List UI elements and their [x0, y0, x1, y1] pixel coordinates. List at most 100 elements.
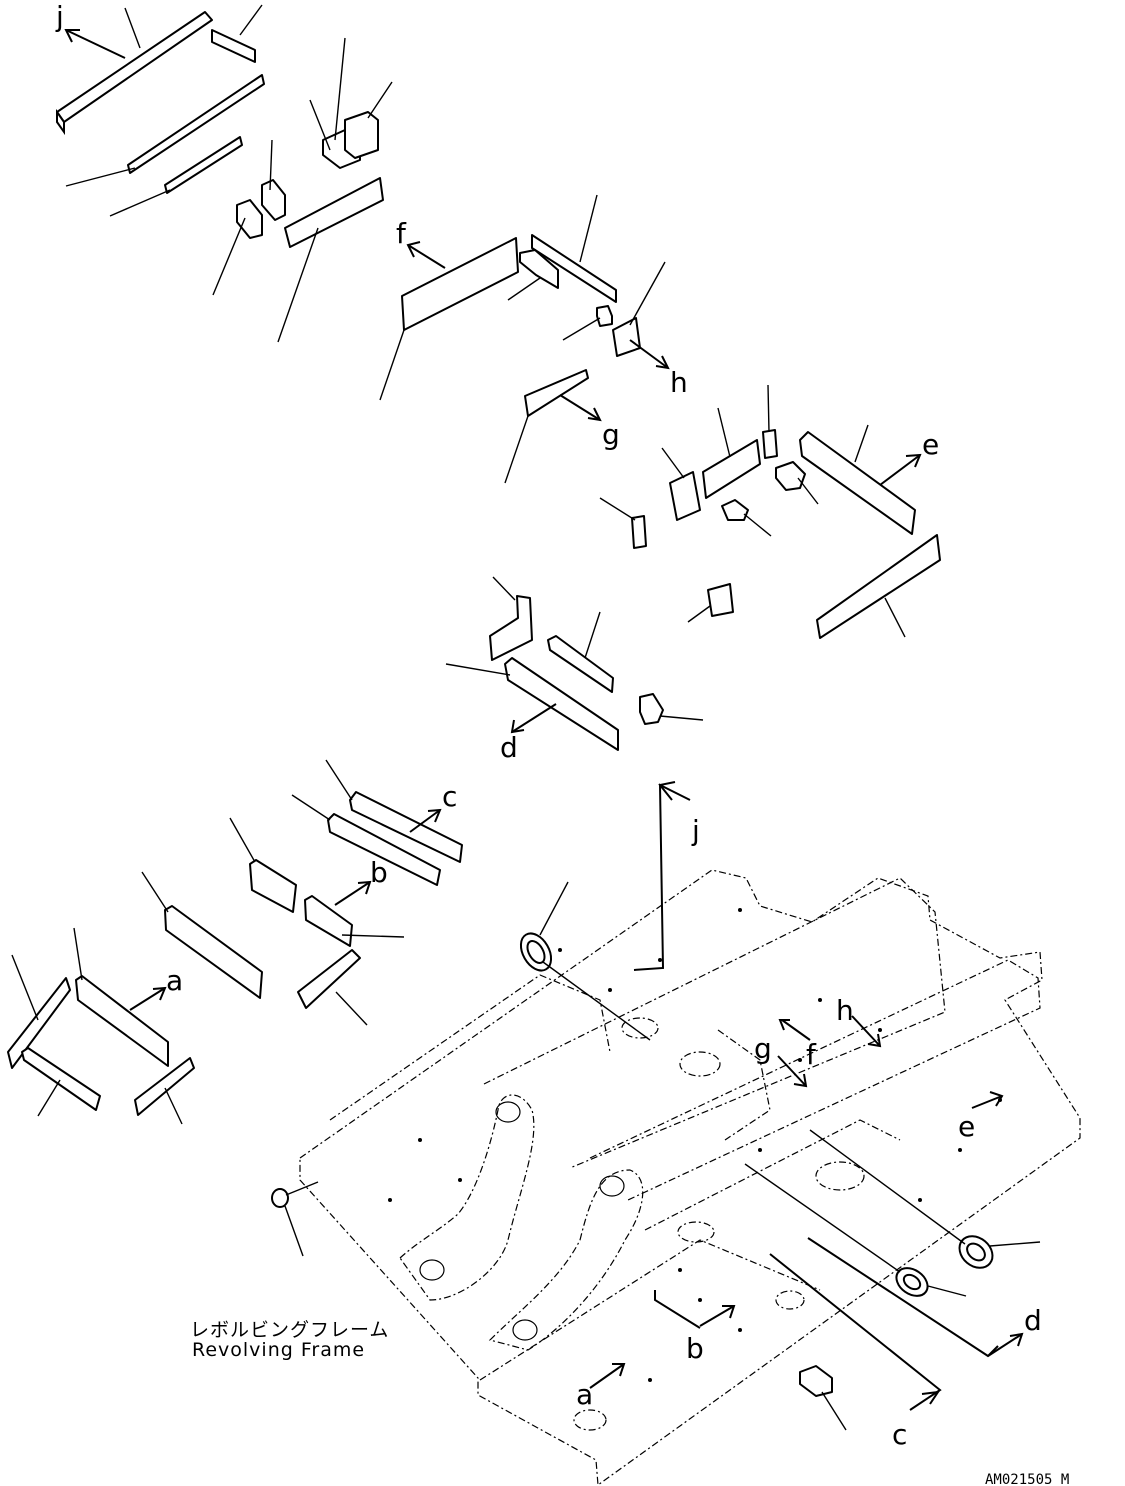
leader-e-7 [743, 513, 772, 537]
arrowhead-f [406, 241, 421, 258]
leader-f-1 [579, 194, 598, 263]
callout-a-line [589, 1363, 625, 1389]
callout-g-head [793, 1073, 808, 1088]
leader-e-1 [854, 424, 869, 463]
bolt-washer [285, 1181, 319, 1196]
plate-f-large [401, 237, 519, 331]
arrowhead-d [510, 719, 525, 734]
label-c-frame: c [892, 1418, 907, 1451]
leader-b-3 [141, 871, 169, 913]
label-j-frame: j [691, 814, 700, 847]
arrowhead-e [905, 453, 922, 468]
leader-washer [284, 1205, 304, 1257]
bar-j-2 [164, 136, 243, 194]
arrow-b [334, 881, 371, 906]
callout-c-line [769, 1253, 942, 1411]
label-d-top: d [500, 731, 518, 764]
frame-cutout-6 [775, 1290, 805, 1310]
boom-bracket-left [399, 1094, 535, 1301]
plate-a-3 [134, 1057, 195, 1116]
frame-cutout-4 [677, 1221, 715, 1243]
leader-b-1 [229, 817, 256, 863]
shaft-mid [744, 1163, 901, 1273]
leader-e-5 [767, 384, 770, 433]
frame-partition-1 [329, 974, 611, 1121]
leader-a-1 [11, 954, 39, 1021]
plate-j-long-edge [56, 108, 65, 136]
plate-e-5 [762, 429, 778, 459]
frame-outline [299, 869, 1081, 1486]
weight-group-h: h [612, 261, 688, 399]
leader-d-4 [659, 715, 704, 721]
frame-cutout-2 [679, 1051, 721, 1077]
block-e-small [631, 515, 647, 549]
label-g-top: g [602, 418, 620, 451]
plate-c-1 [349, 791, 463, 863]
weight-group-e: e [599, 384, 941, 639]
plate-e-4 [702, 439, 761, 499]
leader-cap-upper [539, 881, 569, 936]
bracket-e-2 [721, 499, 749, 521]
block-e-mid [707, 583, 734, 617]
bracket-j-2 [236, 199, 263, 239]
leader-h [629, 261, 666, 326]
callout-g-line [777, 1055, 807, 1087]
plate-a-1 [7, 977, 71, 1069]
weight-group-f: f [379, 194, 617, 401]
frame-cutout-1 [815, 1161, 865, 1191]
label-e-top: e [922, 428, 939, 461]
arrow-d [511, 703, 557, 733]
callout-j-line [633, 783, 691, 971]
leader-b-4 [335, 991, 368, 1026]
label-j-top: j [55, 0, 64, 33]
cap-right-inner [966, 1242, 986, 1262]
frame-partition-3 [479, 1239, 821, 1381]
leader-j-8 [269, 139, 273, 191]
caption-english: Revolving Frame [192, 1339, 365, 1361]
arrowhead-j [64, 29, 80, 43]
weight-group-a: a [7, 927, 195, 1125]
leader-j-9 [212, 217, 246, 296]
plate-e-2 [816, 534, 941, 639]
arrowhead-h [655, 355, 670, 370]
frame-cutout-5 [573, 1409, 607, 1431]
callout-b-head [722, 1305, 736, 1319]
plate-f-bar [531, 234, 617, 303]
leader-a-3 [37, 1079, 61, 1117]
plate-c-2 [327, 813, 441, 886]
plate-e-1 [799, 431, 916, 535]
plate-e-3 [669, 471, 701, 521]
plate-b-2 [304, 895, 353, 947]
callout-d-tick [987, 1345, 999, 1357]
label-f-top: f [396, 217, 407, 250]
leader-e-8 [599, 497, 636, 521]
frame-attachments [271, 881, 1041, 1431]
block-f-small [596, 305, 613, 327]
callout-f-line [781, 1019, 811, 1041]
label-b-top: b [370, 856, 388, 889]
leader-j-5 [334, 37, 346, 141]
callout-h-line [851, 1015, 881, 1047]
plate-b-1 [249, 859, 297, 913]
arrow-c [409, 809, 441, 833]
wedge-j [284, 177, 384, 248]
leader-j-4 [109, 189, 171, 217]
arrow-g [559, 394, 601, 421]
leader-j-1 [124, 7, 141, 49]
leader-d-3 [445, 663, 511, 676]
arrowhead-b [357, 880, 372, 895]
leader-cap-right [989, 1241, 1041, 1247]
leader-f-3 [562, 317, 601, 341]
leader-j-3 [65, 167, 136, 187]
plate-g [524, 369, 589, 417]
leader-d-2 [584, 611, 601, 659]
plate-b-4 [297, 949, 361, 1009]
weight-group-c: c [291, 759, 463, 886]
arrow-a [129, 987, 166, 1011]
callout-d-head [1009, 1332, 1024, 1347]
callout-a-head [612, 1363, 626, 1377]
leader-f-4 [379, 329, 405, 401]
frame-partition-4 [717, 1029, 771, 1141]
foot-pin-hole-left [419, 1259, 445, 1281]
